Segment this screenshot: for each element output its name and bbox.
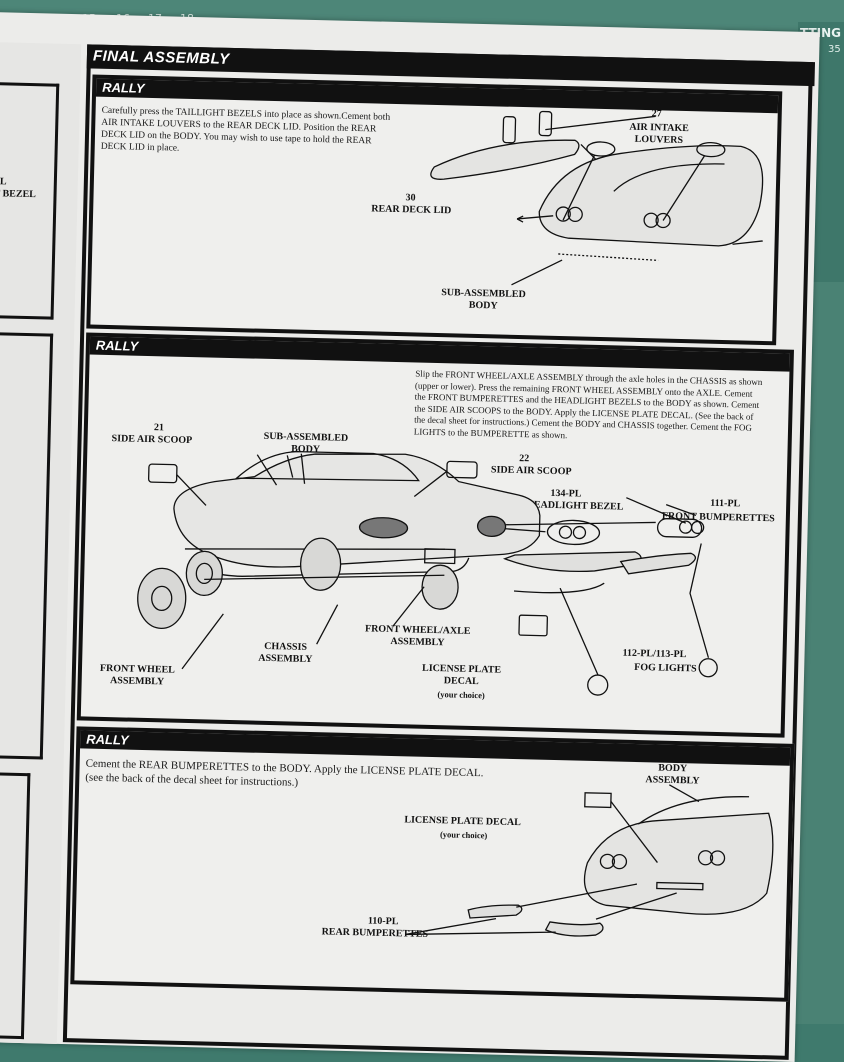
left-frame	[0, 771, 31, 1040]
step-panel-3: RALLY Cement the REAR BUMPERETTES to the…	[70, 726, 795, 1002]
instruction-sheet: PL T BEZEL FINAL ASSEMBLY RALLY Carefull…	[0, 12, 820, 1062]
front-assembly-diagram	[137, 450, 718, 696]
left-page-label: PL T BEZEL	[0, 176, 37, 201]
rear-deck-diagram	[430, 110, 764, 286]
step-panel-2: RALLY Slip the FRONT WHEEL/AXLE ASSEMBLY…	[76, 332, 794, 738]
left-frame	[0, 332, 54, 760]
step-panel-1: RALLY Carefully press the TAILLIGHT BEZE…	[86, 74, 783, 346]
rear-assembly-diagram	[405, 784, 774, 937]
section-title: FINAL ASSEMBLY	[92, 47, 230, 68]
ruler-mark: 35	[828, 44, 841, 55]
